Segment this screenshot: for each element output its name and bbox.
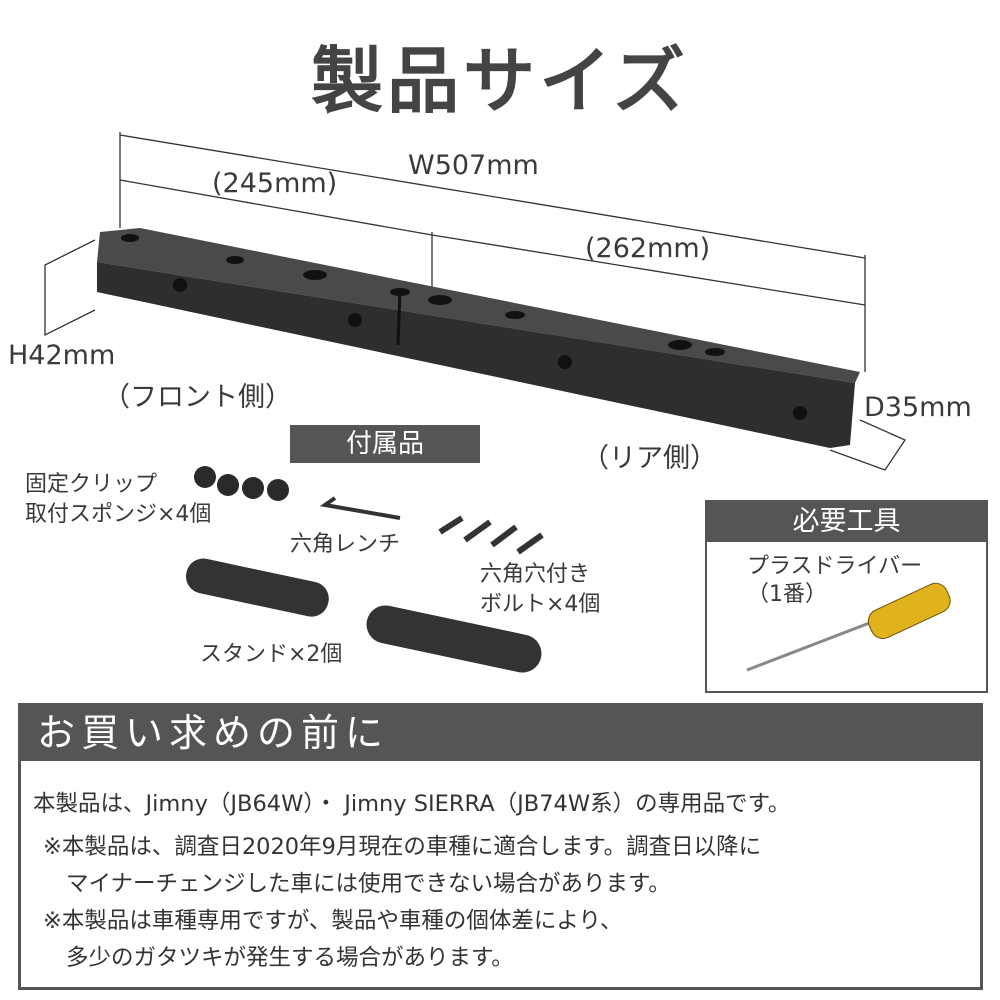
notice-line: マイナーチェンジした車には使用できない場合があります。 — [66, 871, 671, 897]
notice-box: お買い求めの前に 本製品は、Jimny（JB64W）・ Jimny SIERRA… — [18, 703, 983, 990]
accessories-heading: 付属品 — [290, 425, 480, 463]
accessory-hex-wrench: 六角レンチ — [290, 532, 401, 557]
accessory-stands: スタンド×2個 — [200, 642, 343, 667]
notice-line: 多少のガタツキが発生する場合があります。 — [66, 945, 514, 971]
left-length-label: (245mm) — [212, 168, 338, 199]
notice-line: ※本製品は車種専用ですが、製品や車種の個体差により、 — [43, 908, 623, 934]
accessory-sponge: 固定クリップ取付スポンジ×4個 — [25, 470, 211, 530]
accessory-bolts: 六角穴付きボルト×4個 — [480, 560, 600, 620]
notice-line: 本製品は、Jimny（JB64W）・ Jimny SIERRA（JB74W系）の… — [33, 791, 791, 817]
tool-name: プラスドライバー — [747, 554, 923, 579]
bolt-icons — [438, 515, 544, 555]
notice-heading: お買い求めの前に — [21, 706, 980, 761]
depth-label: D35mm — [864, 392, 972, 423]
rear-side-label: （リア側） — [582, 443, 717, 474]
accessory-label: 取付スポンジ×4個 — [25, 502, 212, 527]
right-length-label: (262mm) — [585, 233, 711, 264]
notice-line: ※本製品は、調査日2020年9月現在の車種に適合します。調査日以降に — [43, 834, 762, 860]
sponge-icons — [194, 466, 289, 501]
width-label: W507mm — [408, 150, 539, 181]
rack-bar — [97, 228, 860, 448]
tool-size: （1番） — [747, 582, 827, 607]
dimension-lines — [44, 132, 906, 471]
stand-icons — [185, 558, 542, 673]
screwdriver-icon — [746, 582, 951, 672]
accessory-label: ボルト×4個 — [480, 592, 601, 617]
page-title: 製品サイズ — [311, 39, 689, 123]
accessory-illustrations — [185, 466, 544, 673]
front-side-label: （フロント側） — [103, 382, 292, 413]
hex-wrench-icon — [319, 496, 401, 520]
accessory-label: 六角穴付き — [480, 562, 591, 587]
height-label: H42mm — [8, 340, 116, 371]
accessory-label: 固定クリップ — [25, 472, 158, 497]
required-tools-heading: 必要工具 — [707, 502, 986, 542]
required-tools-box: 必要工具 プラスドライバー （1番） — [705, 500, 988, 693]
